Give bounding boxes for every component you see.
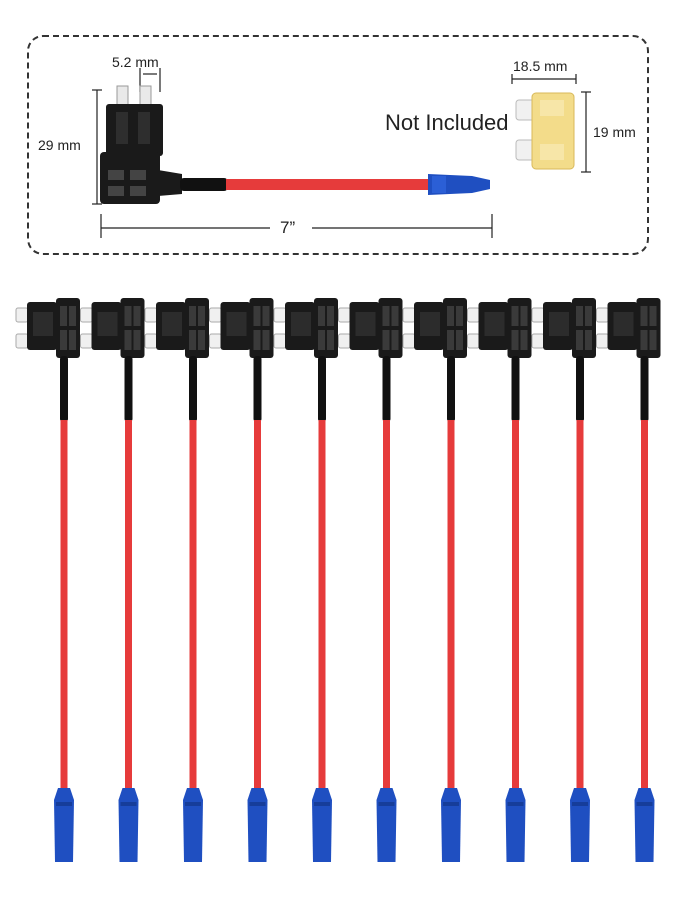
fuse-tap (402, 298, 467, 862)
fuse-tap (531, 298, 596, 862)
blade-width-label: 5.2 mm (112, 54, 159, 70)
single-fuse-tap-diagram (92, 68, 591, 238)
fuse-tap (80, 298, 145, 862)
fuse-height-label: 19 mm (593, 124, 636, 140)
fuse-tap (596, 298, 661, 862)
not-included-note: Not Included (385, 110, 509, 135)
wire-length-label: 7” (280, 218, 296, 237)
fuse-width-label: 18.5 mm (513, 58, 568, 74)
fuse-tap (338, 298, 403, 862)
fuse-tap-row (15, 298, 661, 862)
fuse-tap (15, 298, 80, 862)
dimension-diagram-frame (27, 35, 649, 255)
fuse-tap (144, 298, 209, 862)
fuse-tap (467, 298, 532, 862)
holder-height-label: 29 mm (38, 137, 81, 153)
fuse-tap (273, 298, 338, 862)
fuse-tap (209, 298, 274, 862)
